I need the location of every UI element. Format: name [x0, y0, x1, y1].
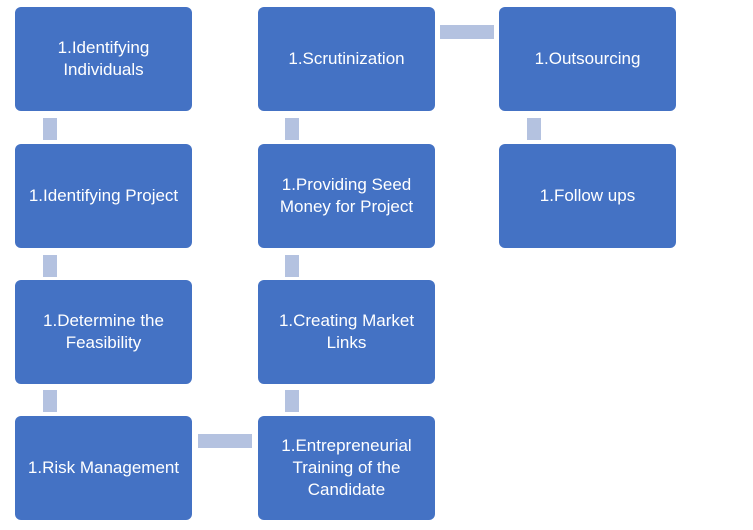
- node-follow-ups: 1.Follow ups: [499, 144, 676, 248]
- connector-7-8: [285, 118, 299, 140]
- node-label: 1.Outsourcing: [534, 49, 641, 68]
- node-entrepreneurial-training: 1.Entrepreneurial Training of the Candid…: [258, 416, 435, 520]
- node-outsourcing: 1.Outsourcing: [499, 7, 676, 111]
- node-label: 1.Entrepreneurial Training of the Candid…: [281, 436, 412, 499]
- node-providing-seed-money: 1.Providing Seed Money for Project: [258, 144, 435, 248]
- node-creating-market-links: 1.Creating Market Links: [258, 280, 435, 384]
- connector-5-6: [285, 390, 299, 412]
- node-label: 1.Determine the Feasibility: [43, 311, 164, 352]
- connector-1-2: [43, 118, 57, 140]
- node-determine-feasibility: 1.Determine the Feasibility: [15, 280, 192, 384]
- node-label: 1.Providing Seed Money for Project: [279, 175, 414, 216]
- node-scrutinization: 1.Scrutinization: [258, 7, 435, 111]
- connector-6-7: [285, 255, 299, 277]
- node-label: 1.Follow ups: [539, 186, 636, 205]
- node-identifying-project: 1.Identifying Project: [15, 144, 192, 248]
- node-label: 1.Creating Market Links: [278, 311, 415, 352]
- connector-2-3: [43, 255, 57, 277]
- node-risk-management: 1.Risk Management: [15, 416, 192, 520]
- connector-4-5: [198, 434, 252, 448]
- node-label: 1.Identifying Project: [28, 186, 179, 205]
- node-label: 1.Identifying Individuals: [57, 38, 150, 79]
- node-label: 1.Scrutinization: [288, 49, 405, 68]
- connector-8-9: [440, 25, 494, 39]
- connector-9-10: [527, 118, 541, 140]
- node-label: 1.Risk Management: [27, 458, 180, 477]
- connector-3-4: [43, 390, 57, 412]
- node-identifying-individuals: 1.Identifying Individuals: [15, 7, 192, 111]
